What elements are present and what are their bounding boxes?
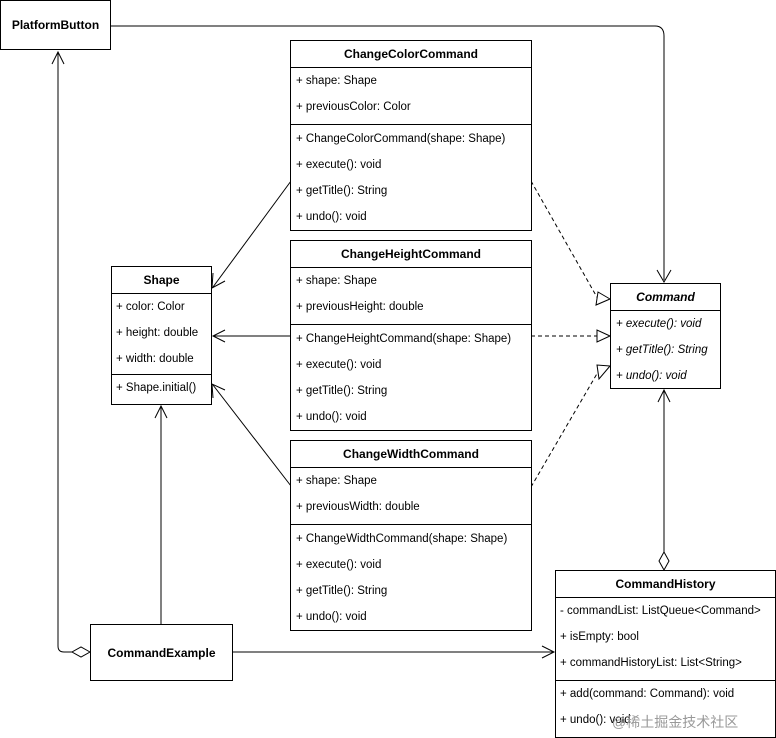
- changeheightcommand-title: ChangeHeightCommand: [291, 241, 531, 268]
- method-row: + execute(): void: [296, 159, 382, 171]
- method-row: + Shape.initial(): [116, 382, 197, 394]
- command-title: Command: [611, 284, 720, 311]
- assoc-platformbutton-command: [110, 25, 665, 280]
- method-row: + getTitle(): String: [296, 585, 388, 597]
- commandhistory-attributes: - commandList: ListQueue<Command> + isEm…: [556, 598, 775, 681]
- arrowhead-history: [541, 645, 556, 659]
- method-row: + ChangeHeightCommand(shape: Shape): [296, 333, 512, 345]
- method-row: + execute(): void: [616, 318, 702, 330]
- attribute-row: + isEmpty: bool: [560, 631, 639, 643]
- realization-changecolor: [530, 180, 599, 300]
- shape-attributes: + color: Color + height: double + width:…: [112, 294, 211, 375]
- realization-triangle-width: [596, 364, 612, 381]
- attribute-row: + shape: Shape: [296, 275, 377, 287]
- commandhistory-methods: + add(command: Command): void + undo(): …: [556, 681, 775, 733]
- method-row: + execute(): void: [296, 559, 382, 571]
- command-methods: + execute(): void + getTitle(): String +…: [611, 311, 720, 389]
- method-row: + getTitle(): String: [616, 344, 708, 356]
- aggregation-example-platformbutton: [57, 52, 72, 653]
- arrowhead-shape-from-example: [154, 404, 168, 419]
- changeheightcommand-methods: + ChangeHeightCommand(shape: Shape) + ex…: [291, 325, 531, 430]
- assoc-changewidth-shape: [212, 384, 292, 487]
- watermark: @稀土掘金技术社区: [612, 714, 739, 730]
- platformbutton-class: PlatformButton: [0, 0, 111, 50]
- method-row: + undo(): void: [616, 370, 687, 382]
- attribute-row: + width: double: [116, 353, 194, 365]
- method-row: + undo(): void: [296, 411, 367, 423]
- changewidthcommand-title: ChangeWidthCommand: [291, 441, 531, 468]
- shape-class: Shape + color: Color + height: double + …: [111, 266, 212, 405]
- attribute-row: + previousHeight: double: [296, 301, 424, 313]
- attribute-row: + shape: Shape: [296, 75, 377, 87]
- method-row: + getTitle(): String: [296, 185, 388, 197]
- shape-title: Shape: [112, 267, 211, 294]
- method-row: + ChangeWidthCommand(shape: Shape): [296, 533, 508, 545]
- commandexample-title: CommandExample: [107, 645, 216, 660]
- arrowhead-shape-from-color: [211, 272, 226, 289]
- changecolorcommand-attributes: + shape: Shape + previousColor: Color: [291, 68, 531, 125]
- attribute-row: + previousColor: Color: [296, 101, 411, 113]
- command-interface: Command + execute(): void + getTitle(): …: [610, 283, 721, 389]
- commandhistory-class: CommandHistory - commandList: ListQueue<…: [555, 570, 776, 738]
- method-row: + execute(): void: [296, 359, 382, 371]
- realization-triangle-color: [595, 291, 612, 306]
- attribute-row: + commandHistoryList: List<String>: [560, 657, 742, 669]
- method-row: + ChangeColorCommand(shape: Shape): [296, 133, 506, 145]
- arrowhead-shape-from-width: [211, 383, 226, 399]
- attribute-row: + previousWidth: double: [296, 501, 420, 513]
- arrowhead-platformbutton: [51, 50, 65, 65]
- aggregation-diamond-history: [658, 550, 670, 572]
- attribute-row: + shape: Shape: [296, 475, 377, 487]
- arrowhead-command-bottom: [657, 388, 671, 403]
- attribute-row: + height: double: [116, 327, 199, 339]
- changeheightcommand-class: ChangeHeightCommand + shape: Shape + pre…: [290, 240, 532, 431]
- changewidthcommand-methods: + ChangeWidthCommand(shape: Shape) + exe…: [291, 525, 531, 630]
- changecolorcommand-title: ChangeColorCommand: [291, 41, 531, 68]
- attribute-row: + color: Color: [116, 301, 185, 313]
- changewidthcommand-attributes: + shape: Shape + previousWidth: double: [291, 468, 531, 525]
- shape-methods: + Shape.initial(): [112, 375, 211, 401]
- assoc-changecolor-shape: [212, 180, 292, 288]
- method-row: + undo(): void: [560, 714, 631, 726]
- arrowhead-shape-from-height: [211, 329, 226, 343]
- method-row: + add(command: Command): void: [560, 688, 735, 700]
- platformbutton-title: PlatformButton: [11, 18, 100, 32]
- attribute-row: - commandList: ListQueue<Command>: [560, 605, 761, 617]
- commandexample-class: CommandExample: [90, 624, 233, 681]
- commandhistory-title: CommandHistory: [556, 571, 775, 598]
- arrowhead-command-top: [656, 269, 672, 283]
- changecolorcommand-methods: + ChangeColorCommand(shape: Shape) + exe…: [291, 125, 531, 230]
- method-row: + undo(): void: [296, 611, 367, 623]
- method-row: + getTitle(): String: [296, 385, 388, 397]
- changeheightcommand-attributes: + shape: Shape + previousHeight: double: [291, 268, 531, 325]
- changecolorcommand-class: ChangeColorCommand + shape: Shape + prev…: [290, 40, 532, 231]
- realization-triangle-height: [596, 329, 612, 343]
- changewidthcommand-class: ChangeWidthCommand + shape: Shape + prev…: [290, 440, 532, 631]
- method-row: + undo(): void: [296, 211, 367, 223]
- aggregation-diamond-example: [70, 646, 92, 658]
- realization-changewidth: [530, 371, 599, 488]
